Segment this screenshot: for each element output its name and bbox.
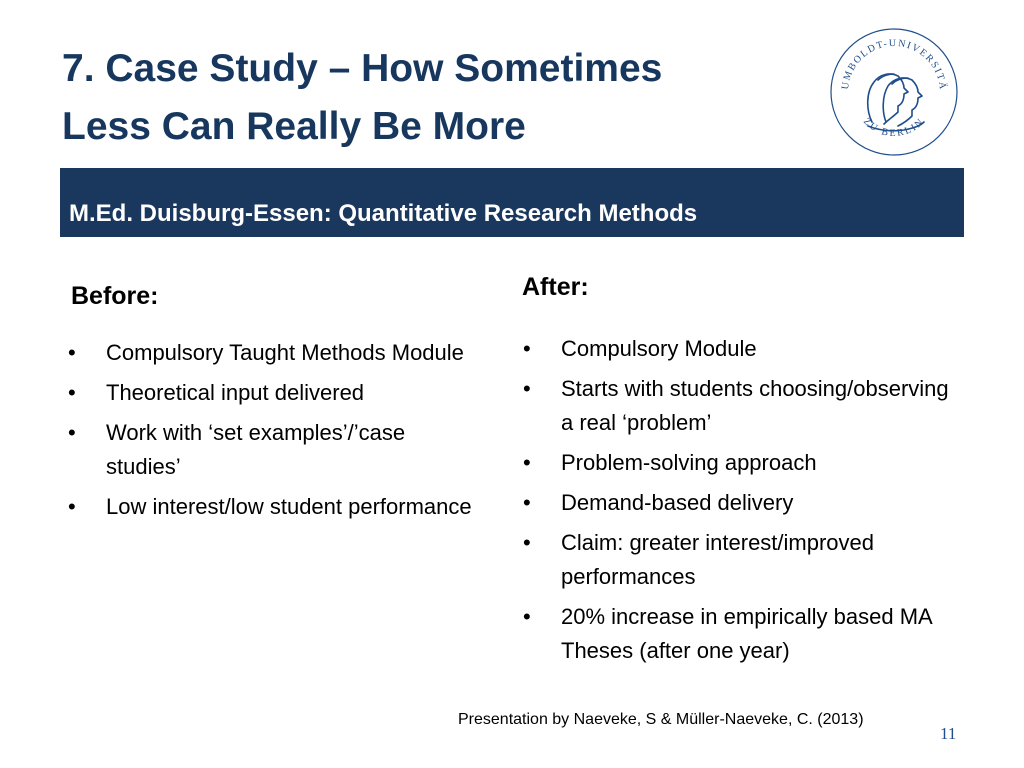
bullet-icon: •: [523, 530, 531, 555]
after-heading: After:: [522, 273, 589, 301]
list-item-text: Demand-based delivery: [561, 490, 794, 515]
bullet-icon: •: [68, 494, 76, 519]
list-item-text: 20% increase in empirically based MA The…: [561, 604, 932, 663]
page-number: 11: [940, 724, 957, 743]
list-item-text: Claim: greater interest/improved perform…: [561, 530, 875, 589]
list-item-text: Compulsory Taught Methods Module: [106, 340, 464, 365]
list-item: • Compulsory Taught Methods Module: [65, 336, 475, 370]
list-item: • Theoretical input delivered: [65, 376, 475, 410]
before-bullet-list: • Compulsory Taught Methods Module • Theor…: [65, 336, 475, 530]
banner-text: M.Ed. Duisburg-Essen: Quantitative Resea…: [69, 200, 698, 227]
subtitle-banner: M.Ed. Duisburg-Essen: Quantitative Resea…: [60, 168, 964, 237]
list-item-text: Compulsory Module: [561, 336, 757, 361]
list-item: • Claim: greater interest/improved perfor…: [520, 526, 960, 594]
list-item-text: Problem-solving approach: [561, 450, 817, 475]
list-item: • Compulsory Module: [520, 332, 960, 366]
bullet-icon: •: [523, 604, 531, 629]
list-item-text: Starts with students choosing/observing …: [561, 376, 949, 435]
bullet-icon: •: [523, 450, 531, 475]
portrait-profiles-icon: [866, 73, 925, 132]
list-item: • Work with ‘set examples’/’case studies’: [65, 416, 475, 484]
list-item-text: Low interest/low student performance: [106, 494, 472, 519]
bullet-icon: •: [523, 376, 531, 401]
list-item: • Starts with students choosing/observing…: [520, 372, 960, 440]
list-item: • 20% increase in empirically based MA Th…: [520, 600, 960, 668]
bullet-icon: •: [523, 336, 531, 361]
list-item-text: Theoretical input delivered: [106, 380, 365, 405]
bullet-icon: •: [68, 420, 76, 445]
list-item-text: Work with ‘set examples’/’case studies’: [106, 420, 406, 479]
bullet-icon: •: [523, 490, 531, 515]
slide-title-line-1: 7. Case Study – How Sometimes: [62, 47, 663, 90]
university-seal-logo: HUMBOLDT-UNIVERSITÄT ZU BERLIN: [828, 26, 958, 156]
after-bullet-list: • Compulsory Module • Starts with students…: [520, 332, 960, 674]
bullet-icon: •: [68, 380, 76, 405]
list-item: • Low interest/low student performance: [65, 490, 475, 524]
bullet-icon: •: [68, 340, 76, 365]
svg-text:HUMBOLDT-UNIVERSITÄT: HUMBOLDT-UNIVERSITÄT: [828, 26, 949, 91]
source-attribution: Presentation by Naeveke, S & Müller-Naev…: [458, 711, 864, 728]
before-heading: Before:: [71, 282, 159, 310]
list-item: • Demand-based delivery: [520, 486, 960, 520]
slide-title-line-2: Less Can Really Be More: [62, 105, 526, 148]
list-item: • Problem-solving approach: [520, 446, 960, 480]
slide-title: 7. Case Study – How Sometimes Less Can R…: [62, 40, 802, 156]
